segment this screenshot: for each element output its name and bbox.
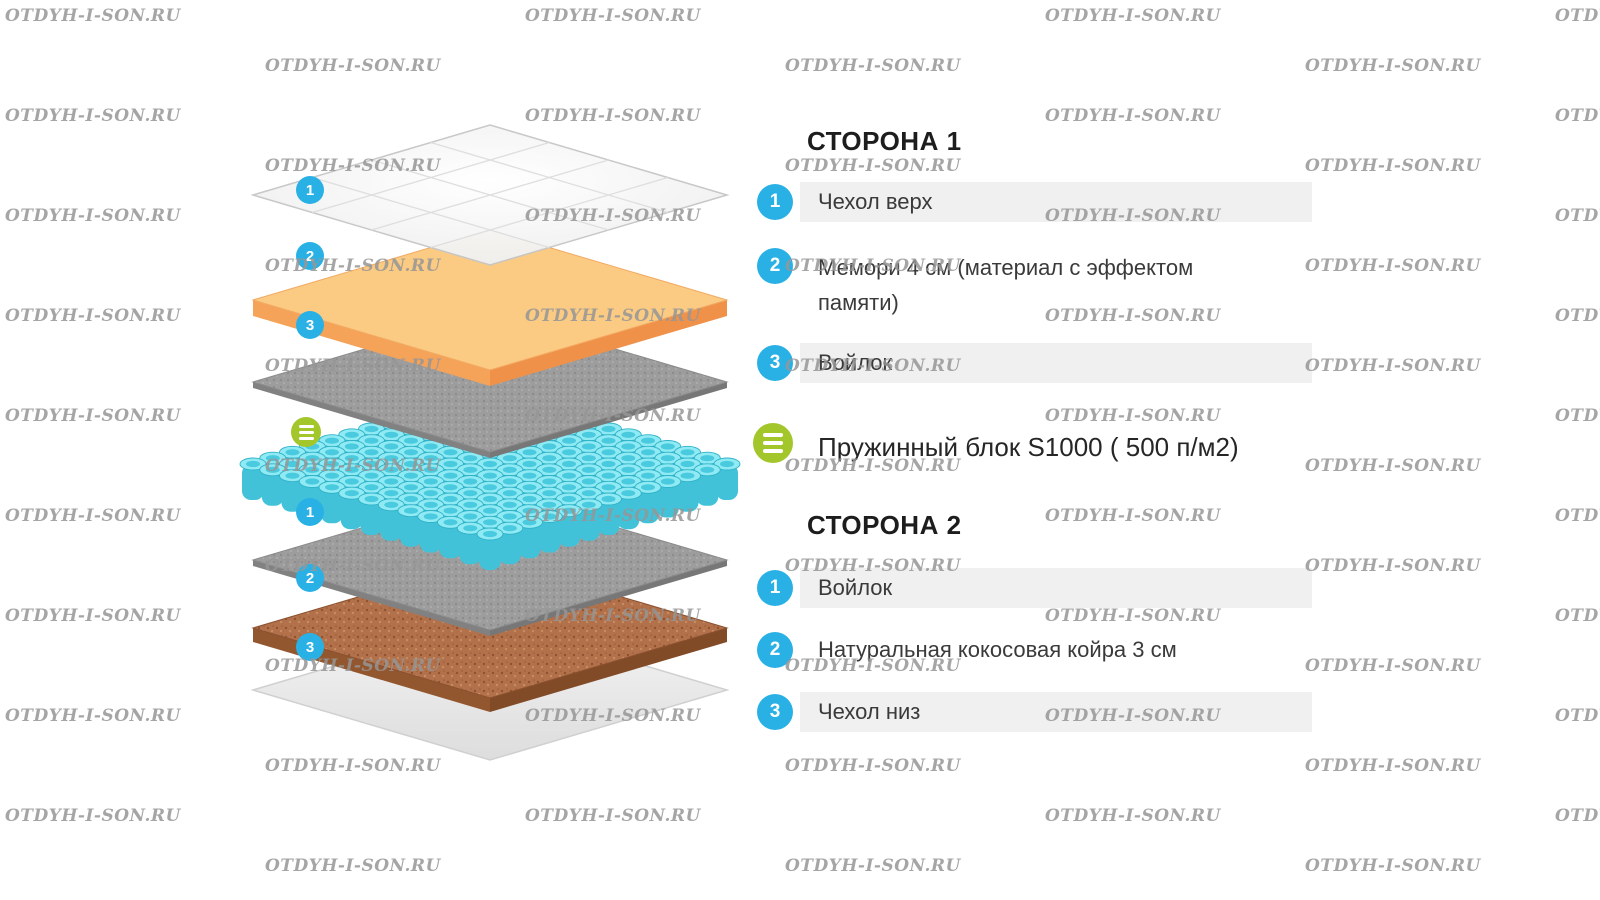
- side1-title: СТОРОНА 1: [807, 126, 962, 156]
- watermark-text: OTDYH-I-SON.RU: [1555, 106, 1600, 126]
- watermark-text: OTDYH-I-SON.RU: [5, 706, 181, 726]
- watermark-text: OTDYH-I-SON.RU: [1305, 356, 1481, 376]
- watermark-text: OTDYH-I-SON.RU: [1555, 806, 1600, 826]
- watermark-text: OTDYH-I-SON.RU: [5, 806, 181, 826]
- side2-title: СТОРОНА 2: [807, 510, 962, 540]
- watermark-text: OTDYH-I-SON.RU: [1555, 306, 1600, 326]
- label-stripe: [800, 343, 1312, 383]
- diagram-badge-1-top-cover: 1: [296, 176, 324, 204]
- spring-block-label: Пружинный блок S1000 ( 500 п/м2): [818, 432, 1239, 462]
- watermark-text: OTDYH-I-SON.RU: [1555, 6, 1600, 26]
- watermark-text: OTDYH-I-SON.RU: [5, 406, 181, 426]
- diagram-badge-3-bottom-cover: 3: [296, 633, 324, 661]
- watermark-text: OTDYH-I-SON.RU: [5, 606, 181, 626]
- watermark-text: OTDYH-I-SON.RU: [5, 6, 181, 26]
- watermark-text: OTDYH-I-SON.RU: [5, 106, 181, 126]
- side1-item2-label: Мемори 4 см (материал с эффектом памяти): [818, 255, 1194, 315]
- label-stripe: [800, 692, 1312, 732]
- watermark-text: OTDYH-I-SON.RU: [1305, 756, 1481, 776]
- watermark-text: OTDYH-I-SON.RU: [785, 756, 961, 776]
- watermark-text: OTDYH-I-SON.RU: [1305, 556, 1481, 576]
- side2-item2-label: Натуральная кокосовая койра 3 см: [818, 637, 1177, 662]
- watermark-text: OTDYH-I-SON.RU: [1305, 56, 1481, 76]
- watermark-text: OTDYH-I-SON.RU: [1305, 456, 1481, 476]
- watermark-text: OTDYH-I-SON.RU: [1555, 606, 1600, 626]
- watermark-text: OTDYH-I-SON.RU: [1045, 806, 1221, 826]
- watermark-text: OTDYH-I-SON.RU: [1555, 406, 1600, 426]
- watermark-text: OTDYH-I-SON.RU: [1305, 256, 1481, 276]
- diagram-badge-2-coir: 2: [296, 564, 324, 592]
- label-stripe: [800, 568, 1312, 608]
- watermark-text: OTDYH-I-SON.RU: [1045, 6, 1221, 26]
- side2-item1-label: Войлок: [818, 575, 893, 600]
- watermark-text: OTDYH-I-SON.RU: [5, 506, 181, 526]
- side1-item2-number: 2: [757, 248, 793, 284]
- watermark-text: OTDYH-I-SON.RU: [1555, 506, 1600, 526]
- watermark-text: OTDYH-I-SON.RU: [785, 156, 961, 176]
- watermark-text: OTDYH-I-SON.RU: [1045, 606, 1221, 626]
- mattress-exploded-diagram: [239, 124, 741, 761]
- watermark-text: OTDYH-I-SON.RU: [265, 56, 441, 76]
- watermark-text: OTDYH-I-SON.RU: [1045, 106, 1221, 126]
- watermark-text: OTDYH-I-SON.RU: [5, 206, 181, 226]
- side1-item1-number: 1: [757, 184, 793, 220]
- watermark-text: OTDYH-I-SON.RU: [525, 6, 701, 26]
- diagram-badge-3-felt: 3: [296, 311, 324, 339]
- watermark-text: OTDYH-I-SON.RU: [1045, 506, 1221, 526]
- side1-item3-label: Войлок: [818, 350, 893, 375]
- watermark-text: OTDYH-I-SON.RU: [785, 856, 961, 876]
- side2-item3-number: 3: [757, 694, 793, 730]
- watermark-text: OTDYH-I-SON.RU: [265, 856, 441, 876]
- diagram-badge-2-memory: 2: [296, 242, 324, 270]
- watermark-text: OTDYH-I-SON.RU: [5, 306, 181, 326]
- side2-item2-number: 2: [757, 632, 793, 668]
- watermark-text: OTDYH-I-SON.RU: [1305, 656, 1481, 676]
- side2-item1-number: 1: [757, 570, 793, 606]
- watermark-text: OTDYH-I-SON.RU: [1555, 206, 1600, 226]
- diagram-spring-menu-icon: [291, 417, 321, 447]
- diagram-badge-1-felt2: 1: [296, 498, 324, 526]
- side1-item1-label: Чехол верх: [818, 189, 933, 214]
- watermark-text: OTDYH-I-SON.RU: [1045, 406, 1221, 426]
- watermark-text: OTDYH-I-SON.RU: [785, 56, 961, 76]
- side2-item3-label: Чехол низ: [818, 699, 921, 724]
- side1-item3-number: 3: [757, 345, 793, 381]
- watermark-text: OTDYH-I-SON.RU: [1305, 156, 1481, 176]
- watermark-text: OTDYH-I-SON.RU: [1555, 706, 1600, 726]
- spring-menu-icon: [753, 423, 793, 463]
- label-stripe: [800, 182, 1312, 222]
- watermark-text: OTDYH-I-SON.RU: [1305, 856, 1481, 876]
